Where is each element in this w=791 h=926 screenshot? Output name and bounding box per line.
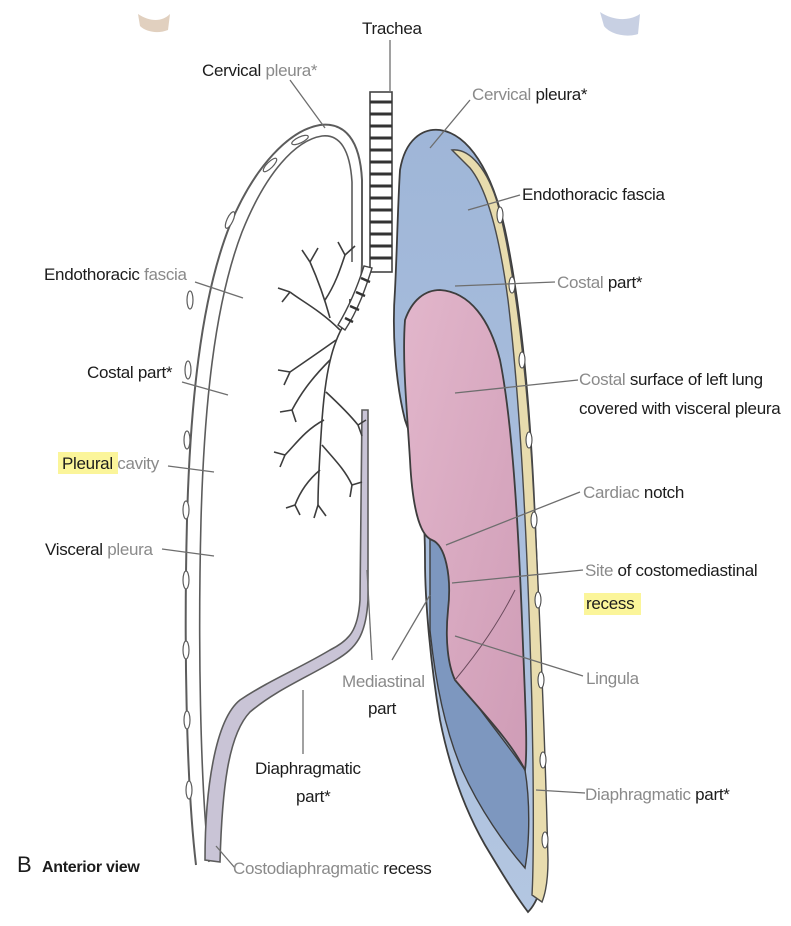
label-trachea: Trachea [362, 19, 422, 38]
right-bronchial-tree [274, 242, 366, 518]
labels: Trachea Cervical pleura* Cervical pleura… [17, 19, 781, 878]
label-pleural-cavity: Pleural cavity [62, 454, 160, 473]
left-pleural-sac [394, 130, 548, 912]
label-costomediastinal-line2: recess [586, 594, 634, 613]
right-costodiaphragmatic-recess [205, 410, 368, 862]
label-cervical-pleura-left: Cervical pleura* [472, 85, 588, 104]
label-costal-part-left: Costal part* [557, 273, 643, 292]
label-cardiac-notch: Cardiac notch [583, 483, 684, 502]
label-costal-surface-line1: Costal surface of left lung [579, 370, 763, 389]
label-mediastinal-part-line1: Mediastinal [342, 672, 425, 691]
panel-letter: B [17, 852, 31, 877]
label-cervical-pleura-right: Cervical pleura* [202, 61, 318, 80]
right-pleural-sac [183, 125, 368, 865]
label-costodiaphragmatic-recess: Costodiaphragmatic recess [233, 859, 432, 878]
label-costal-part-right: Costal part* [87, 363, 173, 382]
label-costal-surface-line2: covered with visceral pleura [579, 399, 781, 418]
right-parietal-pleura-outline [186, 125, 362, 865]
trachea [338, 92, 392, 330]
label-endothoracic-fascia-right: Endothoracic fascia [44, 265, 188, 284]
label-costomediastinal-line1: Site of costomediastinal [585, 561, 757, 580]
label-diaphragmatic-part-left: Diaphragmatic part* [585, 785, 730, 804]
label-endothoracic-fascia-left: Endothoracic fascia [522, 185, 666, 204]
label-diaphragmatic-part-right-line1: Diaphragmatic [255, 759, 362, 778]
label-lingula: Lingula [586, 669, 640, 688]
view-label: Anterior view [42, 859, 140, 876]
label-diaphragmatic-part-right-line2: part* [296, 787, 331, 806]
label-mediastinal-part-line2: part [368, 699, 397, 718]
label-visceral-pleura: Visceral pleura [45, 540, 154, 559]
